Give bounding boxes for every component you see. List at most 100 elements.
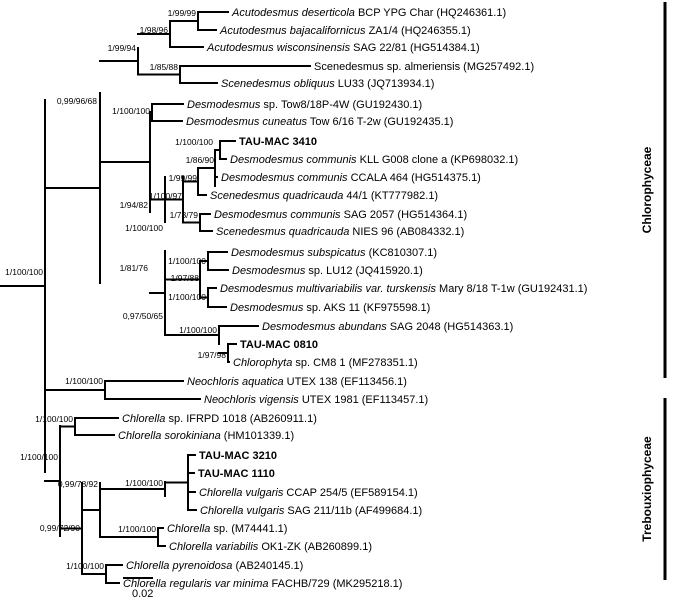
leaf-label: TAU-MAC 3210 [199, 450, 277, 462]
strain-accession: TAU-MAC 3210 [199, 450, 277, 462]
species-name: Scenedesmus obliquus [221, 78, 335, 90]
leaf-label: Desmodesmus abundans SAG 2048 (HG514363.… [262, 321, 513, 333]
support-value: 1/81/76 [120, 263, 149, 273]
leaf-label: Desmodesmus communis KLL G008 clone a (K… [230, 154, 518, 166]
support-value: 1/100/100 [168, 292, 206, 302]
leaf-label: Chlorella sp. (M74441.1) [167, 523, 287, 535]
leaf-label: Chlorella vulgaris CCAP 254/5 (EF589154.… [199, 487, 418, 499]
support-value: 0,97/50/65 [123, 311, 163, 321]
support-values: 1/99/991/98/961/99/941/85/880,99/96/681/… [5, 8, 226, 571]
support-value: 1/100/100 [125, 223, 163, 233]
strain-accession: 44/1 (KT777982.1) [343, 190, 438, 202]
scale-bar: 0.02 [123, 577, 153, 600]
strain-accession: sp. LU12 (JQ415920.1) [305, 265, 422, 277]
leaf-label: Desmodesmus communis SAG 2057 (HG514364.… [214, 209, 467, 221]
strain-accession: SAG 2057 (HG514364.1) [341, 209, 468, 221]
strain-accession: ZA1/4 (HQ246355.1) [366, 25, 471, 37]
support-value: 1/99/99 [169, 173, 198, 183]
support-value: 0,99/78/92 [58, 479, 98, 489]
strain-accession: UTEX 1981 (EF113457.1) [299, 394, 428, 406]
clade-chlorophyceae: Chlorophyceae [640, 2, 667, 378]
support-value: 1/100/100 [65, 376, 103, 386]
species-name: Neochloris aquatica [187, 376, 284, 388]
support-value: 1/100/97 [149, 191, 182, 201]
species-name: Chlorella regularis var minima [123, 578, 269, 590]
leaf-label: Desmodesmus cuneatus Tow 6/16 T-2w (GU19… [186, 116, 453, 128]
leaf-label: Desmodesmus multivariabilis var. tursken… [220, 283, 587, 295]
support-value: 0,99/96/68 [57, 96, 97, 106]
support-value: 1/73/79 [170, 210, 199, 220]
leaf-labels: Acutodesmus deserticola BCP YPG Char (HQ… [118, 7, 587, 590]
leaf-label: TAU-MAC 1110 [198, 468, 275, 480]
support-value: 1/86/90 [186, 155, 215, 165]
support-value: 1/100/100 [66, 561, 104, 571]
strain-accession: sp. AKS 11 (KF975598.1) [303, 302, 430, 314]
leaf-label: Scenedesmus quadricauda NIES 96 (AB08433… [216, 226, 464, 238]
support-value: 0,99/72/90 [40, 523, 80, 533]
strain-accession: NIES 96 (AB084332.1) [349, 226, 464, 238]
strain-accession: (KC810307.1) [366, 247, 438, 259]
species-name: Desmodesmus [230, 302, 304, 314]
support-value: 1/100/100 [35, 414, 73, 424]
species-name: Desmodesmus [187, 99, 261, 111]
leaf-label: Chlorella variabilis OK1-ZK (AB260899.1) [169, 541, 372, 553]
leaf-label: Desmodesmus sp. Tow8/18P-4W (GU192430.1) [187, 99, 422, 111]
leaf-label: Desmodesmus sp. AKS 11 (KF975598.1) [230, 302, 430, 314]
strain-accession: CCAP 254/5 (EF589154.1) [283, 487, 417, 499]
support-value: 1/100/100 [118, 524, 156, 534]
species-name: Chlorella sorokiniana [118, 430, 221, 442]
strain-accession: UTEX 138 (EF113456.1) [284, 376, 407, 388]
clade-trebouxiophyceae: Trebouxiophyceae [640, 398, 667, 580]
species-name: Desmodesmus [232, 265, 306, 277]
species-name: Acutodesmus bajacalifornicus [219, 25, 366, 37]
species-name: Chlorella [122, 413, 165, 425]
strain-accession: sp. CM8 1 (MF278351.1) [292, 357, 417, 369]
species-name: Acutodesmus wisconsinensis [206, 42, 351, 54]
strain-accession: CCALA 464 (HG514375.1) [348, 172, 481, 184]
species-name: Desmodesmus communis [214, 209, 341, 221]
support-value: 1/100/100 [20, 452, 58, 462]
strain-accession: sp. Tow8/18P-4W (GU192430.1) [260, 99, 422, 111]
species-name: Scenedesmus quadricauda [216, 226, 349, 238]
support-value: 1/100/100 [5, 267, 43, 277]
strain-accession: TAU-MAC 3410 [239, 136, 317, 148]
support-value: 1/98/96 [140, 25, 169, 35]
strain-accession: sp. IFRPD 1018 (AB260911.1) [165, 413, 316, 425]
strain-accession: BCP YPG Char (HQ246361.1) [355, 7, 506, 19]
leaf-label: Chlorella sp. IFRPD 1018 (AB260911.1) [122, 413, 317, 425]
leaf-label: Chlorella pyrenoidosa (AB240145.1) [126, 560, 303, 572]
strain-accession: KLL G008 clone a (KP698032.1) [357, 154, 519, 166]
species-name: Chlorella vulgaris [200, 505, 285, 517]
species-name: Chlorella variabilis [169, 541, 259, 553]
strain-accession: (AB240145.1) [232, 560, 303, 572]
leaf-label: Scenedesmus sp. almeriensis (MG257492.1) [314, 61, 534, 73]
leaf-label: Scenedesmus obliquus LU33 (JQ713934.1) [221, 78, 434, 90]
leaf-label: Scenedesmus quadricauda 44/1 (KT777982.1… [210, 190, 438, 202]
support-value: 1/100/100 [112, 106, 150, 116]
leaf-label: Acutodesmus bajacalifornicus ZA1/4 (HQ24… [219, 25, 471, 37]
support-value: 1/100/100 [125, 478, 163, 488]
support-value: 1/99/94 [108, 43, 137, 53]
support-value: 1/94/82 [120, 200, 149, 210]
species-name: Chlorella pyrenoidosa [126, 560, 232, 572]
tree-branches [0, 11, 311, 584]
leaf-label: Chlorella vulgaris SAG 211/11b (AF499684… [200, 505, 422, 517]
species-name: Acutodesmus deserticola [231, 7, 355, 19]
leaf-label: TAU-MAC 3410 [239, 136, 317, 148]
strain-accession: SAG 2048 (HG514363.1) [387, 321, 514, 333]
clade-label-chlorophyceae: Chlorophyceae [640, 146, 654, 233]
clade-label-trebouxiophyceae: Trebouxiophyceae [640, 436, 654, 542]
strain-accession: Tow 6/16 T-2w (GU192435.1) [307, 116, 453, 128]
species-name: Chlorella [167, 523, 210, 535]
leaf-label: Chlorella sorokiniana (HM101339.1) [118, 430, 294, 442]
strain-accession: Mary 8/18 T-1w (GU192431.1) [436, 283, 587, 295]
strain-accession: SAG 22/81 (HG514384.1) [350, 42, 480, 54]
species-name: Desmodesmus multivariabilis var. tursken… [220, 283, 436, 295]
species-name: Chlorella vulgaris [199, 487, 284, 499]
support-value: 1/100/100 [168, 256, 206, 266]
leaf-label: Neochloris vigensis UTEX 1981 (EF113457.… [204, 394, 428, 406]
leaf-label: Acutodesmus deserticola BCP YPG Char (HQ… [231, 7, 506, 19]
support-value: 1/97/98 [198, 350, 227, 360]
leaf-label: Desmodesmus subspicatus (KC810307.1) [231, 247, 437, 259]
strain-accession: sp. (M74441.1) [210, 523, 287, 535]
